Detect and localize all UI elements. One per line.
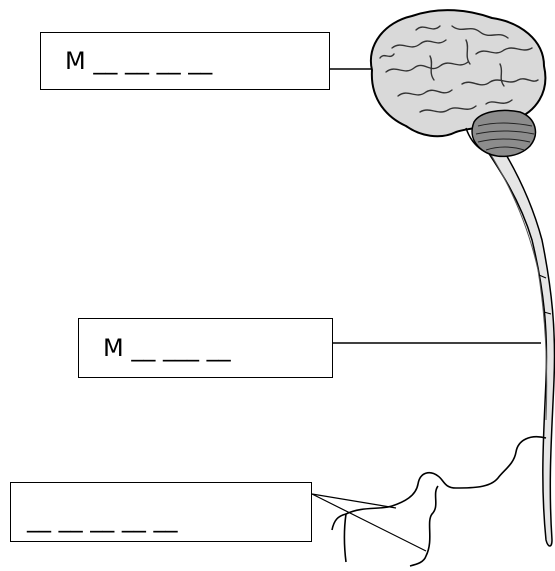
nerve-root: [543, 311, 552, 315]
leader-line-nerve-upper: [311, 493, 397, 509]
leader-line-nerve-lower: [311, 493, 427, 552]
peripheral-nerve-branch: [409, 485, 439, 567]
label-text-brain: M __ __ __ __: [65, 47, 213, 75]
label-text-nerve: __ __ __ __ __: [27, 505, 178, 533]
label-box-spinal-cord[interactable]: M __ ___ __: [78, 318, 333, 378]
cerebellum: [471, 109, 537, 158]
label-box-brain[interactable]: M __ __ __ __: [40, 32, 330, 90]
peripheral-nerve: [343, 436, 547, 563]
brain: [369, 9, 547, 158]
label-box-nerve[interactable]: __ __ __ __ __: [10, 482, 312, 542]
label-text-spinal-cord: M __ ___ __: [103, 334, 231, 362]
spinal-cord: [478, 137, 555, 547]
nerve-root: [538, 274, 547, 279]
cerebrum: [369, 9, 547, 138]
peripheral-nerve-branch: [331, 513, 347, 531]
spinal-cord-inner: [487, 149, 548, 421]
brain-stem: [465, 127, 483, 151]
